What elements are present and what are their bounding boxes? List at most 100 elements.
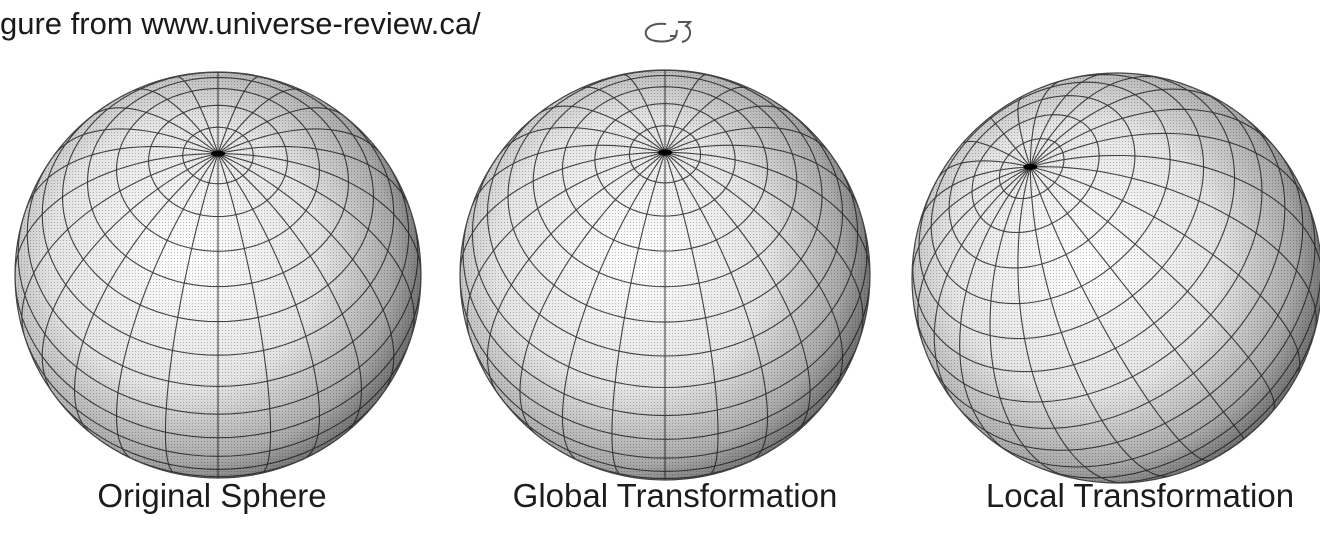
meridian-line: [664, 105, 795, 153]
parallel-line: [948, 95, 1136, 269]
meridian-line: [486, 151, 666, 396]
north-pole-marker: [1023, 163, 1038, 170]
meridian-line: [175, 75, 219, 154]
north-pole-marker: [211, 150, 225, 157]
meridian-line: [664, 151, 864, 343]
meridian-line: [460, 151, 666, 276]
meridian-line: [1030, 132, 1312, 211]
meridian-line: [25, 146, 219, 209]
meridian-line: [132, 88, 219, 154]
meridian-line: [1029, 166, 1172, 477]
meridian-line: [217, 153, 363, 433]
meridian-line: [466, 151, 666, 343]
meridian-line: [1030, 108, 1279, 168]
parallel-line: [594, 103, 736, 217]
sphere-outline: [14, 71, 422, 479]
parallel-line: [971, 114, 1100, 234]
meridian-line: [578, 86, 666, 153]
meridian-line: [611, 152, 666, 477]
meridian-line: [664, 152, 769, 462]
meridian-line: [164, 153, 219, 475]
meridian-line: [217, 128, 383, 156]
meridian-line: [217, 153, 321, 460]
parallel-line: [930, 81, 1171, 305]
parallel-line: [471, 155, 859, 389]
meridian-line: [217, 88, 304, 154]
meridian-line: [73, 153, 219, 433]
caption-local-transformation: Local Transformation: [985, 477, 1295, 514]
parallel-line: [86, 76, 350, 288]
meridian-line: [89, 107, 219, 155]
parallel-line: [913, 87, 1263, 403]
parallel-line: [462, 211, 868, 417]
meridian-line: [217, 146, 411, 209]
parallel-line: [26, 156, 410, 387]
meridian-line: [519, 151, 666, 435]
parallel-line: [628, 125, 702, 184]
meridian-line: [1029, 75, 1161, 168]
meridian-line: [470, 144, 666, 209]
meridian-line: [217, 153, 421, 276]
meridian-line: [498, 126, 666, 155]
meridian-line: [989, 116, 1031, 168]
parallel-line: [561, 86, 769, 252]
parallel-line: [497, 393, 833, 472]
meridian-line: [1030, 154, 1320, 276]
caption-global-transformation: Global Transformation: [512, 477, 838, 514]
parallel-line: [148, 104, 288, 218]
parallel-line: [182, 126, 254, 185]
meridian-line: [1030, 166, 1317, 333]
meridian-line: [115, 153, 219, 460]
grid-lines: [15, 72, 421, 478]
meridian-line: [664, 86, 752, 153]
meridian-line: [1029, 73, 1111, 168]
source-credit: gure from www.universe-review.ca/: [0, 6, 481, 41]
meridian-line: [535, 105, 666, 153]
meridian-line: [217, 153, 415, 342]
meridian-line: [15, 153, 219, 276]
parallel-line: [928, 113, 1286, 429]
meridian-line: [664, 151, 811, 435]
sphere-outline: [459, 69, 871, 481]
meridian-line: [664, 73, 708, 153]
meridian-line: [936, 160, 1031, 180]
meridian-line: [959, 166, 1031, 455]
meridian-line: [664, 144, 860, 209]
meridian-line: [664, 151, 870, 276]
meridian-line: [664, 151, 844, 396]
meridian-line: [1030, 166, 1301, 378]
sphere-outline: [911, 72, 1320, 484]
meridian-line: [217, 153, 272, 475]
parallel-line: [998, 138, 1065, 200]
meridian-line: [664, 126, 832, 155]
meridian-line: [918, 166, 1031, 224]
meridian-line: [21, 153, 219, 342]
parallel-line: [994, 196, 1316, 468]
parallel-line: [41, 102, 395, 356]
north-pole-marker: [658, 149, 672, 156]
original-sphere: [14, 71, 422, 479]
parallel-line: [52, 392, 384, 470]
parallel-line: [24, 337, 412, 457]
parallel-line: [532, 74, 798, 288]
parallel-line: [955, 150, 1304, 451]
meridian-line: [561, 152, 666, 462]
grid-lines: [912, 73, 1320, 483]
parallel-line: [912, 73, 1236, 373]
meridian-line: [1029, 88, 1222, 168]
meridian-line: [1029, 79, 1063, 167]
parallel-line: [918, 74, 1205, 340]
meridian-line: [989, 166, 1074, 479]
meridian-line: [912, 166, 1031, 281]
parallel-line: [15, 274, 421, 439]
parallel-line: [115, 87, 321, 252]
meridian-line: [664, 152, 719, 477]
grid-lines: [460, 70, 870, 480]
meridian-line: [1017, 166, 1124, 483]
counterclockwise-rotate-icon: [644, 21, 693, 43]
meridian-line: [217, 153, 395, 395]
meridian-line: [53, 128, 219, 156]
meridian-line: [622, 73, 666, 153]
meridian-line: [217, 75, 261, 154]
